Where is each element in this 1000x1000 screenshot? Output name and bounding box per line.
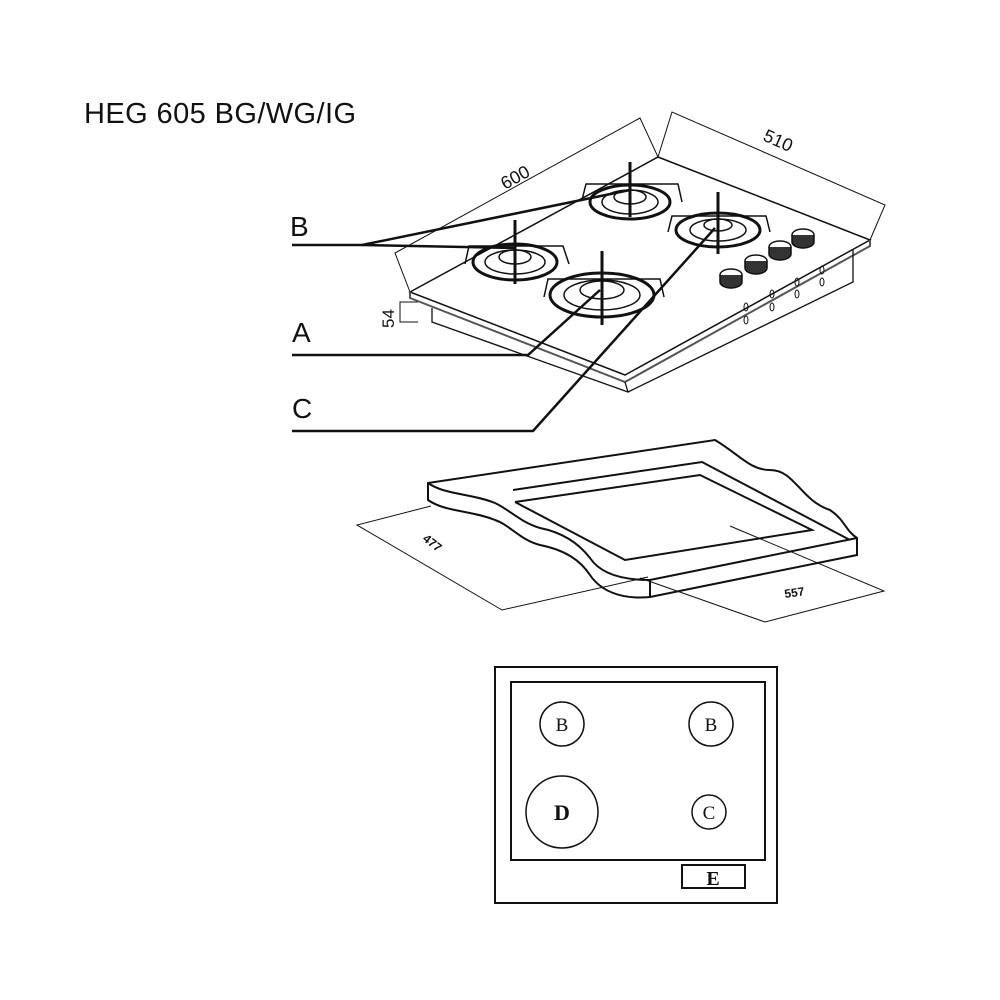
cutout-drawing — [355, 438, 886, 623]
glass-top — [408, 156, 872, 376]
cutout-width-label: 557 — [783, 584, 805, 601]
label-b: B — [290, 211, 309, 242]
plan-outer-frame — [494, 666, 778, 904]
hob-drawing — [292, 111, 886, 433]
dim-height-label: 54 — [379, 309, 398, 328]
plan-label-e: E — [706, 868, 719, 890]
plan-label-b-right: B — [705, 715, 718, 736]
label-c: C — [292, 393, 312, 424]
plan-label-b-left: B — [556, 715, 569, 736]
dimension-lines — [394, 111, 886, 323]
plan-label-c: C — [703, 803, 716, 824]
cutout-depth-label: 477 — [420, 531, 445, 555]
burner-left — [464, 220, 570, 284]
plan-label-d: D — [554, 800, 570, 825]
side-holes — [743, 265, 825, 325]
burner-circle-d — [525, 775, 599, 849]
dim-width-label: 600 — [497, 161, 533, 193]
model-title: HEG 605 BG/WG/IG — [84, 98, 356, 130]
control-knobs — [719, 228, 815, 289]
leader-lines — [292, 188, 716, 433]
controls-box — [681, 864, 746, 889]
burner-circle-b-right — [688, 701, 734, 747]
layout-plan — [494, 666, 778, 904]
burner-circle-c — [691, 794, 727, 830]
label-a: A — [292, 317, 311, 348]
plan-glass-area — [510, 681, 766, 861]
burner-circle-b-left — [539, 701, 585, 747]
burner-right — [667, 192, 771, 254]
dim-depth-label: 510 — [760, 125, 796, 155]
